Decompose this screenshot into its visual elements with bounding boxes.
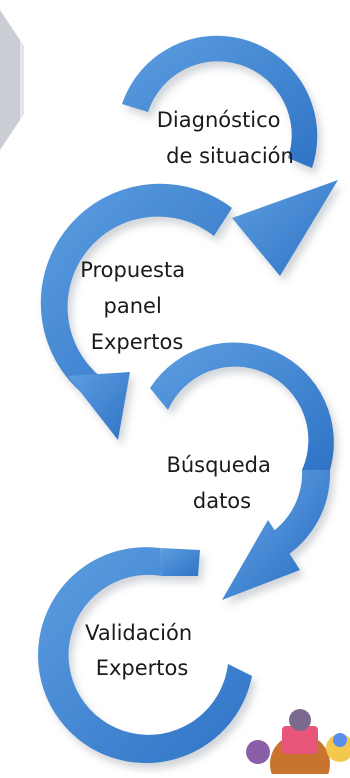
arrow-3-head	[222, 520, 300, 600]
circular-arrow-3	[150, 342, 334, 600]
arrow-1-head	[232, 180, 338, 276]
circular-arrow-4	[38, 547, 253, 764]
people-icon	[246, 709, 350, 778]
arrow-4-tail	[160, 548, 200, 576]
arrow-3-tail	[266, 470, 331, 560]
step-1-label: Diagnóstico de situación	[157, 108, 294, 168]
arrow-2-ring	[40, 183, 233, 398]
arrow-2-head	[68, 372, 130, 440]
side-chevron	[0, 10, 24, 150]
step-3-label: Búsqueda datos	[166, 453, 277, 513]
circular-arrow-1	[122, 35, 338, 276]
step-labels: Diagnóstico de situación Propuesta panel…	[80, 108, 294, 680]
circular-arrow-2	[40, 183, 233, 440]
arrow-1-ring	[122, 35, 318, 169]
step-4-label: Validación Expertos	[85, 621, 199, 680]
step-2-label: Propuesta panel Expertos	[80, 258, 192, 354]
arrow-3-ring	[150, 342, 334, 470]
